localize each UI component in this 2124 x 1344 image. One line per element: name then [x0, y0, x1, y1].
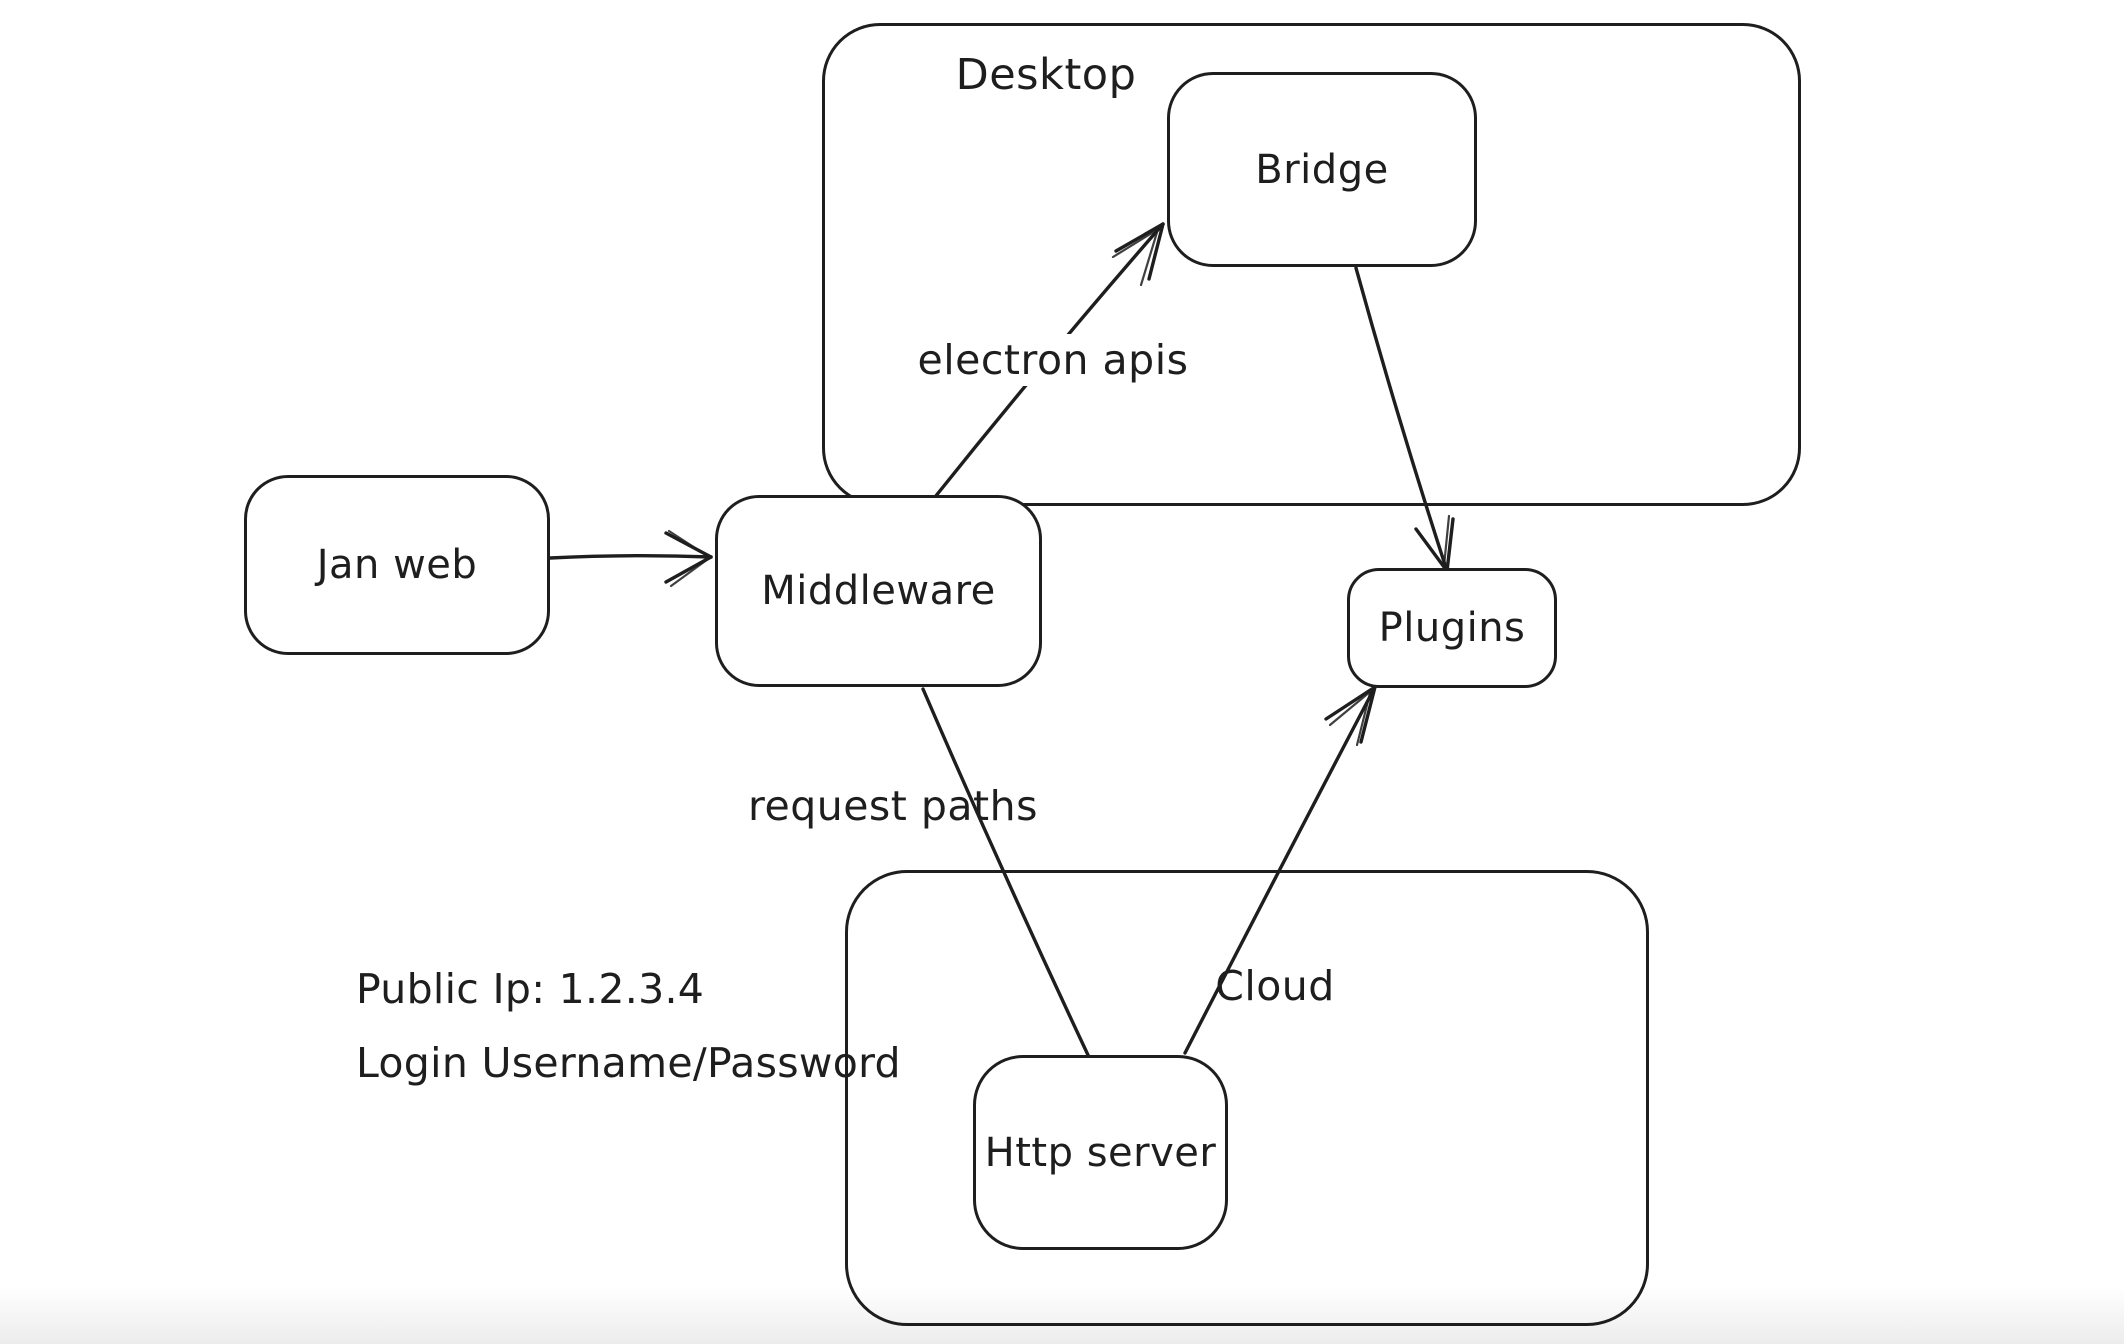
cloud-container: [845, 870, 1649, 1326]
bridge-label: Bridge: [1255, 146, 1389, 193]
desktop-container: [822, 23, 1801, 506]
electron-apis-edge-label: electron apis: [878, 334, 1228, 386]
http-server-node: Http server: [973, 1055, 1228, 1250]
jan-web-to-middleware-arrow: [548, 529, 713, 588]
http-server-label: Http server: [984, 1129, 1217, 1176]
request-paths-edge-label: request paths: [748, 782, 1038, 830]
desktop-container-label: Desktop: [955, 50, 1137, 100]
public-ip-annotation-line: Public Ip: 1.2.3.4: [356, 965, 705, 1013]
middleware-to-http-server-line: [921, 687, 1090, 1057]
plugins-label: Plugins: [1378, 605, 1526, 651]
middleware-node: Middleware: [715, 495, 1042, 687]
jan-web-label: Jan web: [316, 542, 478, 588]
bridge-node: Bridge: [1167, 72, 1477, 267]
middleware-label: Middleware: [761, 568, 996, 614]
cloud-container-label: Cloud: [1215, 962, 1335, 1010]
plugins-node: Plugins: [1347, 568, 1557, 688]
bridge-to-plugins-arrow: [1354, 266, 1455, 573]
jan-web-node: Jan web: [244, 475, 550, 655]
login-annotation-line: Login Username/Password: [356, 1039, 901, 1087]
http-server-to-plugins-arrow: [1183, 685, 1377, 1055]
credentials-annotation: Public Ip: 1.2.3.4 Login Username/Passwo…: [356, 952, 901, 1100]
